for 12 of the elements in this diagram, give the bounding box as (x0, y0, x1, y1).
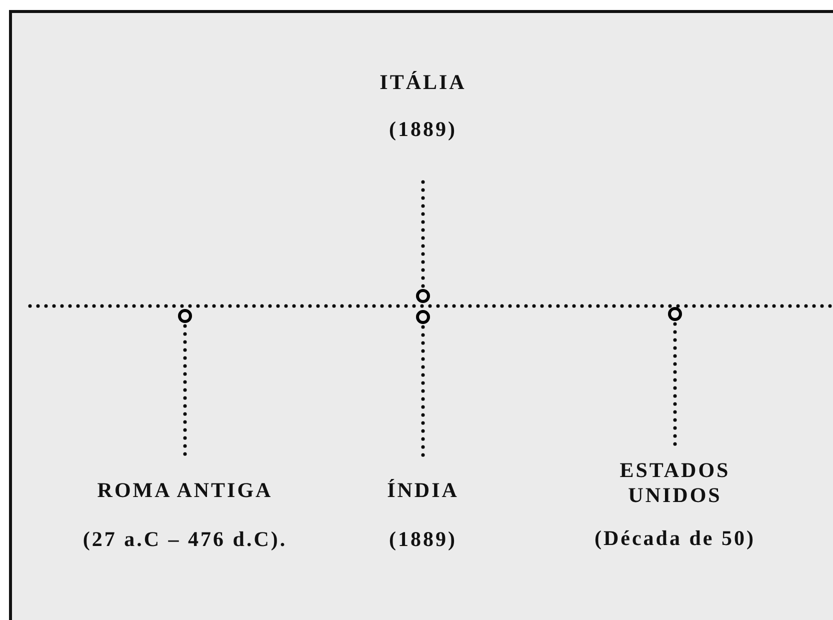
place-label: ROMA ANTIGA (97, 478, 273, 504)
date-label: (1889) (389, 527, 457, 552)
place-label: ÍNDIA (387, 478, 459, 504)
date-label: (1889) (389, 117, 457, 142)
place-label: ITÁLIA (380, 70, 466, 96)
date-label: (Década de 50) (594, 526, 756, 552)
leader-line (421, 325, 425, 458)
place-label: ESTADOS UNIDOS (618, 458, 732, 508)
leader-line (183, 324, 187, 458)
leader-line (421, 178, 425, 288)
leader-line (673, 322, 677, 448)
date-label: (27 a.C – 476 d.C). (82, 527, 288, 552)
